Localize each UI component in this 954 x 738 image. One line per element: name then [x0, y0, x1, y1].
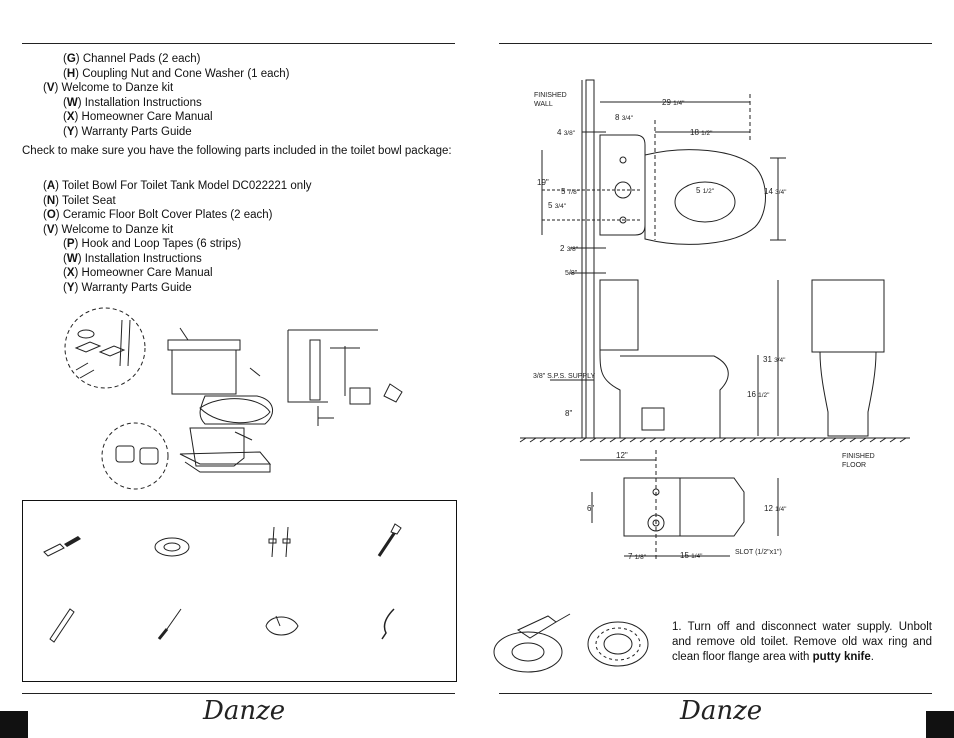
part-letter: Y — [66, 281, 75, 294]
part-letter: W — [66, 96, 78, 109]
dim-29: 29 1/4" — [662, 98, 685, 107]
part-list-item: (W) Installation Instructions — [63, 96, 202, 109]
toilet-exploded-illustration — [64, 307, 403, 490]
part-list-item: (X) Homeowner Care Manual — [63, 267, 213, 279]
dim-14: 14 3/4" — [764, 187, 787, 196]
supply-line-icon — [381, 608, 395, 640]
dim-7: 7 1/8" — [628, 552, 647, 561]
dim-5-7-8: 5 7/8" — [561, 187, 580, 196]
part-letter: Y — [66, 125, 75, 138]
part-text: Installation Instructions — [84, 96, 202, 109]
toilet-dimension-drawing — [519, 79, 910, 560]
dim-4: 4 3/8" — [557, 128, 576, 137]
part-list-item: (H) Coupling Nut and Cone Washer (1 each… — [63, 67, 290, 80]
part-text: Welcome to Danze kit — [61, 82, 174, 94]
right-page-corner — [926, 711, 954, 738]
remove-old-toilet-illustration — [493, 613, 571, 673]
part-list-item: (Y) Warranty Parts Guide — [63, 281, 192, 294]
part-list-item: (O) Ceramic Floor Bolt Cover Plates (2 e… — [43, 209, 273, 221]
wax-ring-icon — [154, 537, 190, 557]
part-text: Homeowner Care Manual — [81, 111, 213, 123]
part-list-item: (V) Welcome to Danze kit — [43, 82, 174, 94]
dim-16: 16 1/2" — [747, 390, 770, 399]
dim-15: 15 1/4" — [680, 551, 703, 560]
slot-label: SLOT (1/2"x1") — [735, 549, 782, 556]
part-list-item: (G) Channel Pads (2 each) — [63, 53, 201, 65]
dim-5-3-4: 5 3/4" — [548, 201, 567, 210]
danze-logo-left: Danze — [203, 696, 286, 726]
floor-flange-icon — [587, 621, 649, 667]
part-text: Toilet Seat — [61, 194, 116, 207]
right-bottom-rule — [499, 693, 932, 694]
part-text: Hook and Loop Tapes (6 strips) — [81, 238, 242, 250]
part-letter: X — [66, 267, 75, 279]
part-list-item: (V) Welcome to Danze kit — [43, 223, 174, 236]
part-list-item: (Y) Warranty Parts Guide — [63, 125, 192, 138]
putty-knife-icon — [43, 536, 81, 557]
part-list-item: (A) Toilet Bowl For Toilet Tank Model DC… — [43, 180, 312, 192]
part-letter: P — [66, 238, 75, 250]
danze-logo-right: Danze — [680, 696, 763, 726]
check-paragraph: Check to make sure you have the followin… — [22, 145, 452, 157]
left-page-corner — [0, 711, 28, 738]
part-letter: O — [46, 209, 56, 221]
finished-floor-label: FINISHED FLOOR — [842, 453, 875, 469]
part-letter: X — [66, 111, 75, 123]
left-top-rule — [22, 43, 455, 44]
dim-8: 8 3/4" — [615, 113, 634, 122]
sponge-icon — [265, 615, 299, 636]
dim-2: 2 3/8" — [560, 244, 579, 253]
part-text: Toilet Bowl For Toilet Tank Model DC0222… — [61, 180, 312, 192]
part-letter: H — [66, 67, 76, 80]
dim-5-1-2: 5 1/2" — [696, 186, 715, 195]
putty-knife-term: putty knife — [812, 651, 871, 664]
part-letter: G — [66, 53, 76, 65]
part-letter: A — [46, 180, 56, 192]
tools-box — [22, 500, 457, 682]
part-list-item: (W) Installation Instructions — [63, 252, 202, 265]
dim-31: 31 3/4" — [763, 355, 786, 364]
part-letter: W — [66, 252, 78, 265]
dim-12-1-4: 12 1/4" — [764, 504, 787, 513]
right-top-rule — [499, 43, 932, 44]
part-text: Warranty Parts Guide — [81, 281, 192, 294]
left-bottom-rule — [22, 693, 455, 694]
part-text: Ceramic Floor Bolt Cover Plates (2 each) — [62, 209, 273, 221]
part-text: Homeowner Care Manual — [81, 267, 213, 279]
part-text: Welcome to Danze kit — [61, 223, 174, 236]
part-text: Coupling Nut and Cone Washer (1 each) — [82, 67, 290, 80]
part-text: Channel Pads (2 each) — [82, 53, 201, 65]
screwdriver-icon — [157, 608, 182, 640]
part-text: Warranty Parts Guide — [81, 125, 192, 138]
part-letter: V — [46, 223, 55, 236]
dim-5-8: 5/8" — [565, 270, 578, 277]
part-list-item: (X) Homeowner Care Manual — [63, 111, 213, 123]
floor-bolts-icon — [268, 526, 291, 558]
part-letter: V — [46, 82, 55, 94]
dim-8-supply: 8" — [565, 409, 573, 418]
dim-6: 6" — [587, 504, 595, 513]
sps-supply-label: 3/8" S.P.S. SUPPLY — [533, 373, 596, 380]
adjustable-wrench-icon — [377, 523, 402, 557]
dim-18: 18 1/2" — [690, 128, 713, 137]
dim-12: 12" — [616, 451, 628, 460]
finished-wall-label: FINISHED WALL — [534, 92, 567, 108]
dim-19: 19" — [537, 178, 549, 187]
part-list-item: (P) Hook and Loop Tapes (6 strips) — [63, 238, 242, 250]
part-letter: N — [46, 194, 56, 207]
step-1-text: 1. Turn off and disconnect water supply.… — [672, 621, 932, 664]
level-icon — [49, 608, 75, 643]
part-list-item: (N) Toilet Seat — [43, 194, 116, 207]
part-text: Installation Instructions — [84, 252, 202, 265]
